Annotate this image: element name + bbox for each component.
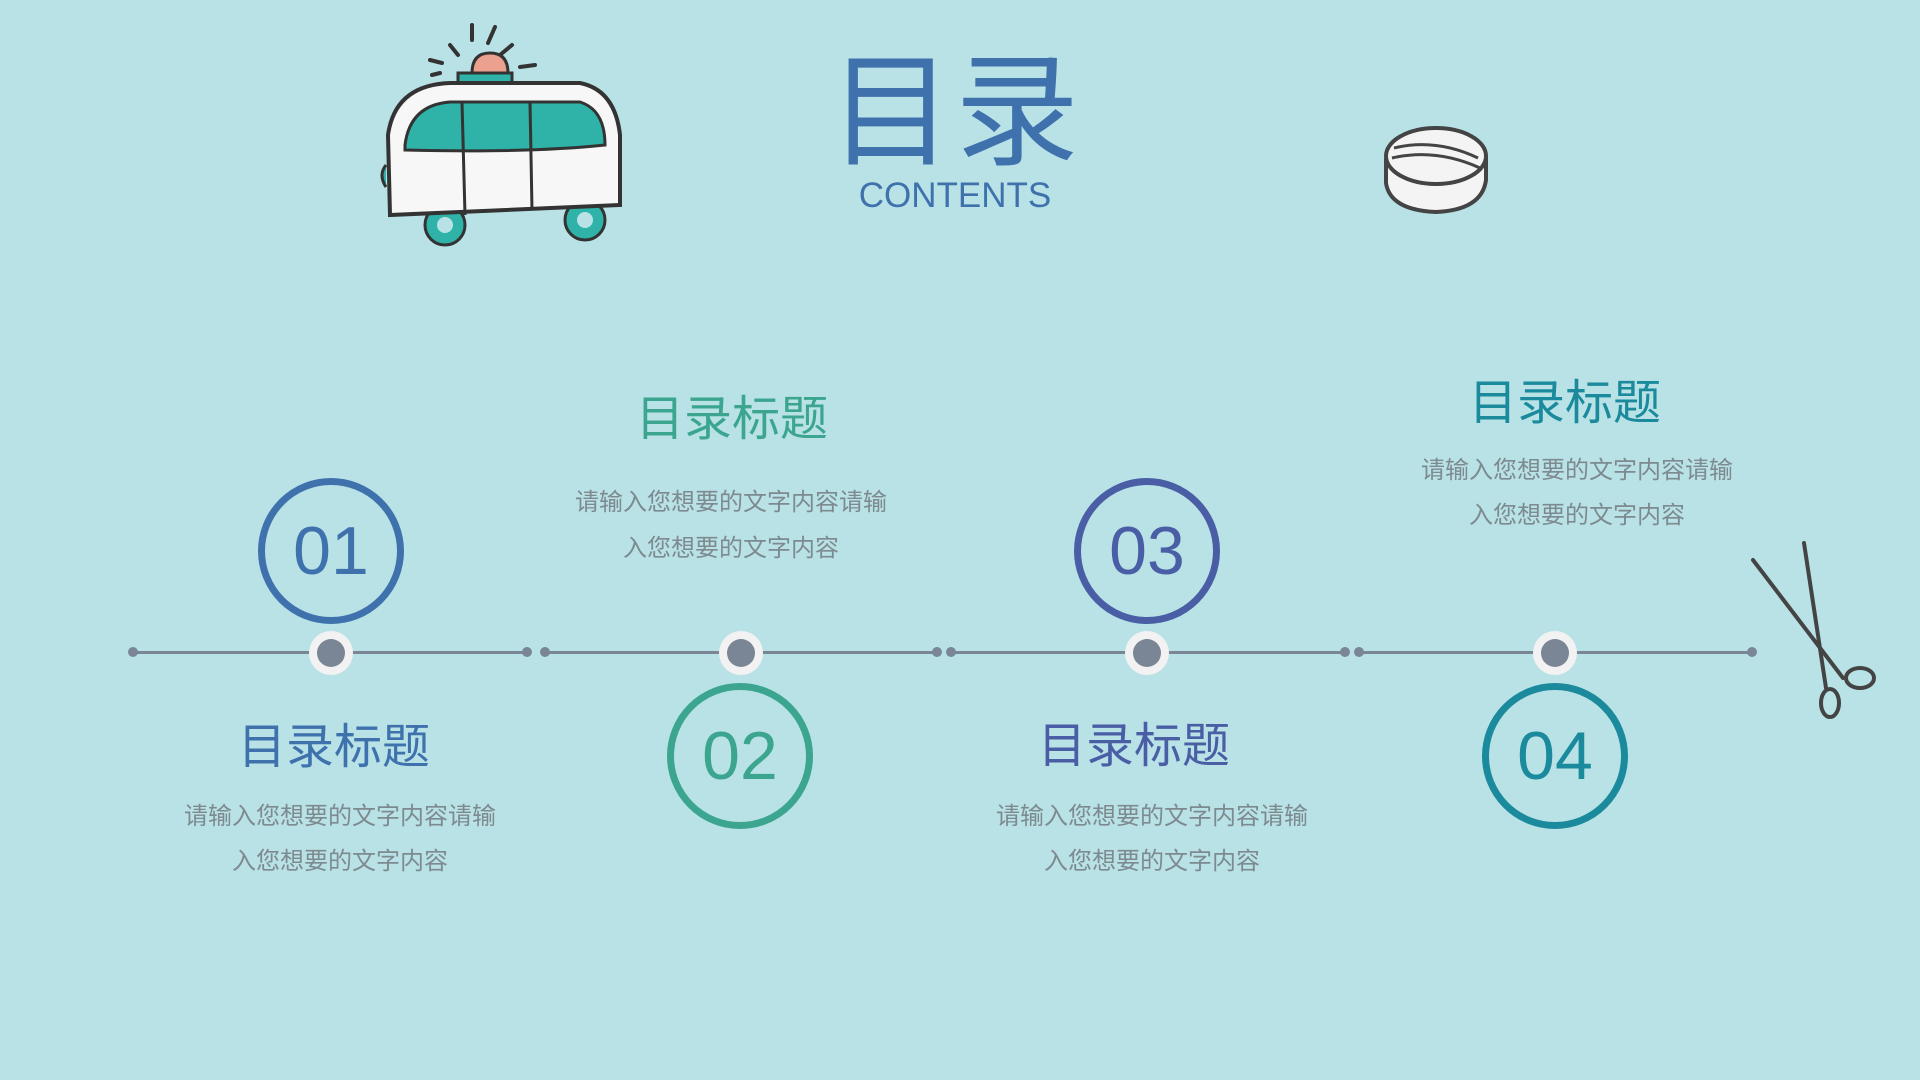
timeline-node-1 (309, 631, 353, 675)
item-desc-1-line1: 请输入您想要的文字内容请输 (184, 803, 496, 830)
timeline-end-dot (1747, 647, 1757, 657)
item-desc-3-line2: 入您想要的文字内容 (1044, 848, 1260, 875)
item-number-circle-4: 04 (1482, 683, 1628, 829)
item-desc-3-line1: 请输入您想要的文字内容请输 (996, 803, 1308, 830)
pill-icon (1384, 126, 1488, 215)
item-desc-4-line1: 请输入您想要的文字内容请输 (1421, 457, 1733, 484)
item-desc-4-line2: 入您想要的文字内容 (1469, 502, 1685, 529)
timeline-dot (946, 647, 956, 657)
timeline-dot (1340, 647, 1350, 657)
timeline-end-dot (128, 647, 138, 657)
item-title-1: 目录标题 (237, 721, 430, 774)
page-title: 目录 (828, 44, 1081, 182)
ambulance-icon (380, 23, 622, 247)
item-title-2: 目录标题 (635, 393, 828, 446)
timeline-node-4 (1533, 631, 1577, 675)
item-title-3: 目录标题 (1037, 720, 1230, 773)
item-number-circle-1: 01 (258, 478, 404, 624)
item-title-4: 目录标题 (1468, 377, 1661, 430)
item-desc-2-line2: 入您想要的文字内容 (623, 535, 839, 562)
item-number-circle-2: 02 (667, 683, 813, 829)
timeline-node-2 (719, 631, 763, 675)
timeline-dot (540, 647, 550, 657)
timeline-dot (932, 647, 942, 657)
timeline-node-3 (1125, 631, 1169, 675)
item-number-circle-3: 03 (1074, 478, 1220, 624)
item-desc-1-line2: 入您想要的文字内容 (232, 848, 448, 875)
timeline-dot (522, 647, 532, 657)
page-subtitle: CONTENTS (858, 176, 1052, 215)
scissors-icon (1751, 541, 1876, 719)
timeline-dot (1354, 647, 1364, 657)
item-desc-2-line1: 请输入您想要的文字内容请输 (575, 489, 887, 516)
